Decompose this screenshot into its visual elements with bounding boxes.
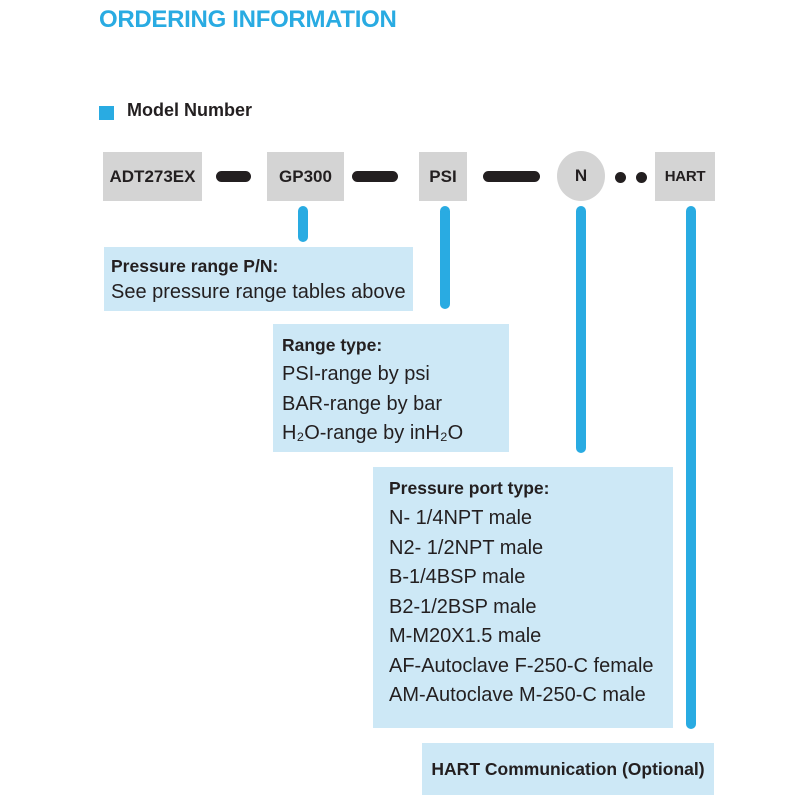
connector-dash-icon [483, 171, 540, 182]
connector-line-gp300 [298, 206, 308, 242]
callout-line: BAR-range by bar [282, 392, 443, 415]
segment-gp300: GP300 [267, 152, 344, 201]
model-number-heading: Model Number [127, 100, 253, 120]
callout-title: Pressure range P/N: [111, 256, 279, 276]
separator-dot-icon [615, 172, 626, 183]
callout-pressure-port: Pressure port type: N- 1/4NPT male N2- 1… [373, 467, 673, 728]
connector-dash-icon [216, 171, 251, 182]
connector-line-n [576, 206, 586, 453]
callout-line: See pressure range tables above [111, 281, 406, 303]
callout-line: N- 1/4NPT male [389, 507, 533, 529]
separator-dot-icon [636, 172, 647, 183]
callout-line: AM-Autoclave M-250-C male [389, 684, 646, 706]
callout-pressure-range: Pressure range P/N: See pressure range t… [104, 247, 413, 311]
callout-title: Pressure port type: [389, 478, 550, 498]
callout-line: AF-Autoclave F-250-C female [389, 654, 654, 677]
callout-line: B-1/4BSP male [389, 566, 526, 588]
connector-line-psi [440, 206, 450, 309]
segment-n-circle: N [557, 151, 605, 201]
segment-psi: PSI [419, 152, 467, 201]
callout-line: N2- 1/2NPT male [389, 536, 544, 559]
page-title: ORDERING INFORMATION [99, 6, 397, 33]
connector-dash-icon [352, 171, 398, 182]
callout-line: B2-1/2BSP male [389, 595, 537, 618]
callout-range-type: Range type: PSI-range by psi BAR-range b… [273, 324, 509, 452]
callout-title: Range type: [282, 335, 383, 355]
callout-line: M-M20X1.5 male [389, 625, 542, 647]
callout-line: PSI-range by psi [282, 363, 430, 385]
callout-hart-communication: HART Communication (Optional) [422, 743, 714, 795]
callout-title: HART Communication (Optional) [431, 759, 705, 779]
square-bullet-icon [99, 106, 114, 120]
segment-hart: HART [655, 152, 715, 201]
segment-adt273ex: ADT273EX [103, 152, 202, 201]
connector-line-hart [686, 206, 696, 729]
callout-line: H₂O-range by inH₂O [282, 422, 464, 444]
